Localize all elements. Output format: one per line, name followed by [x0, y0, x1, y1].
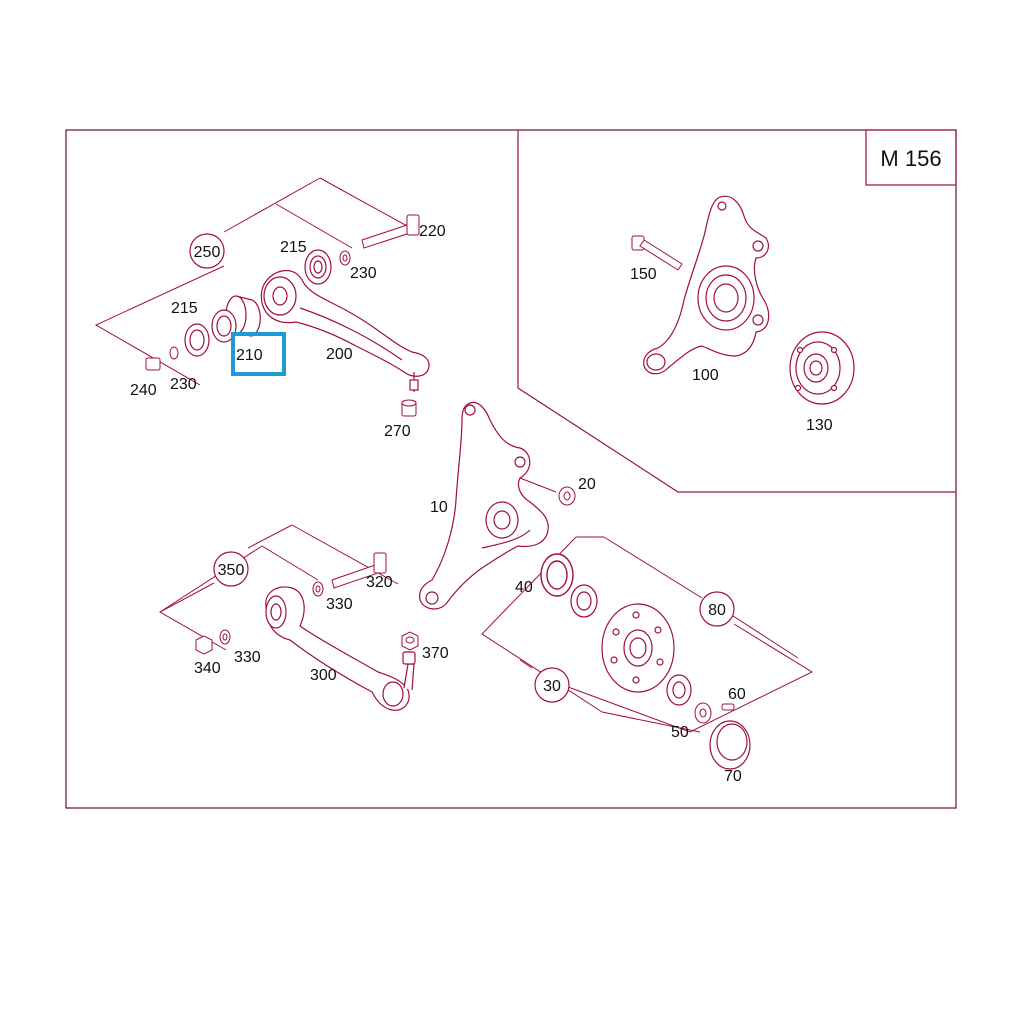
label-330-left[interactable]: 330	[234, 649, 261, 666]
label-320[interactable]: 320	[366, 574, 393, 591]
callout-30-circle	[534, 667, 570, 703]
label-200[interactable]: 200	[326, 346, 353, 363]
knuckle-10	[419, 401, 549, 610]
callout-350-circle	[213, 551, 249, 587]
nut-240	[145, 357, 161, 371]
bearing-inner	[570, 584, 598, 618]
bushing-ring-left	[184, 323, 210, 357]
label-220[interactable]: 220	[419, 223, 446, 240]
label-150[interactable]: 150	[630, 266, 657, 283]
label-215-left[interactable]: 215	[171, 300, 198, 317]
label-80[interactable]: 80	[708, 602, 726, 619]
bearing-outer	[666, 674, 692, 706]
control-arm-200	[260, 269, 430, 392]
label-215-top[interactable]: 215	[280, 239, 307, 256]
lower-arm-300	[265, 586, 416, 711]
label-20[interactable]: 20	[578, 476, 596, 493]
callout-250-circle	[189, 233, 225, 269]
inset-frame	[517, 130, 956, 493]
hub-130	[789, 331, 855, 405]
model-badge: M 156	[880, 146, 941, 171]
washer-330-left	[219, 629, 231, 645]
washer-230-left	[169, 346, 179, 360]
nut-50	[694, 702, 712, 724]
washer-330-right	[312, 581, 324, 597]
label-270[interactable]: 270	[384, 423, 411, 440]
nut-370	[401, 631, 419, 651]
label-230-top[interactable]: 230	[350, 265, 377, 282]
label-300[interactable]: 300	[310, 667, 337, 684]
pin-60	[721, 703, 735, 711]
label-50[interactable]: 50	[671, 724, 689, 741]
label-70[interactable]: 70	[724, 768, 742, 785]
cap-70	[709, 720, 751, 770]
label-30[interactable]: 30	[543, 678, 561, 695]
label-10[interactable]: 10	[430, 499, 448, 516]
label-370[interactable]: 370	[422, 645, 449, 662]
label-330-right[interactable]: 330	[326, 596, 353, 613]
seal-40	[540, 553, 574, 597]
leader-250-top	[223, 177, 321, 233]
label-350[interactable]: 350	[218, 562, 245, 579]
nut-340	[195, 635, 213, 655]
label-230-left[interactable]: 230	[170, 376, 197, 393]
leader-250-left	[94, 265, 225, 386]
bushing-215-top	[304, 249, 332, 285]
label-240[interactable]: 240	[130, 382, 157, 399]
bushing-215-left	[211, 309, 237, 343]
bolt-320	[331, 552, 387, 589]
knuckle-100	[643, 195, 770, 375]
label-250[interactable]: 250	[194, 244, 221, 261]
hub-flange	[601, 603, 675, 693]
highlight-box-210[interactable]	[231, 332, 286, 376]
label-340[interactable]: 340	[194, 660, 221, 677]
model-badge-box	[865, 129, 957, 186]
leader-10	[519, 477, 557, 493]
label-60[interactable]: 60	[728, 686, 746, 703]
callout-80-circle	[699, 591, 735, 627]
washer-20	[558, 486, 576, 506]
group-250	[94, 177, 419, 386]
washer-230-top	[339, 250, 351, 266]
bolt-150	[631, 235, 683, 271]
leader-250-mid	[275, 203, 353, 249]
label-210[interactable]: 210	[236, 347, 263, 364]
outer-frame	[65, 129, 957, 809]
label-130[interactable]: 130	[806, 417, 833, 434]
leader-250-right	[319, 177, 419, 233]
nut-270	[401, 399, 417, 417]
label-100[interactable]: 100	[692, 367, 719, 384]
bolt-220	[361, 214, 420, 249]
label-40[interactable]: 40	[515, 579, 533, 596]
